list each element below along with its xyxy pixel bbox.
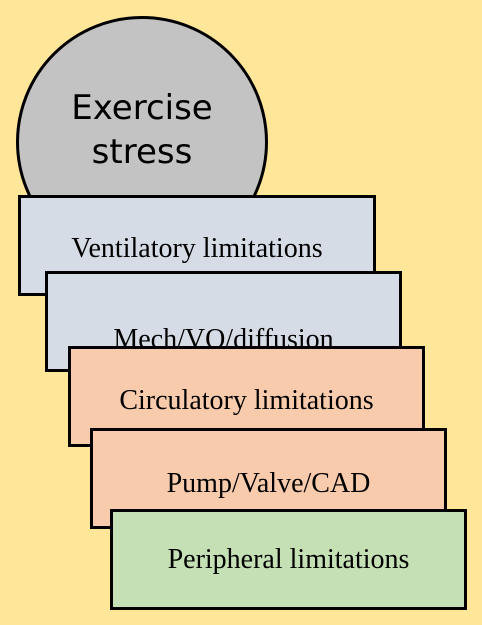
exercise-stress-label-container: Exercise stress [16, 70, 268, 190]
circulatory-limitations-label: Circulatory limitations [119, 384, 374, 416]
peripheral-limitations-label: Peripheral limitations [167, 543, 410, 575]
peripheral-limitations-box: Peripheral limitations [110, 509, 467, 610]
ventilatory-limitations-label: Ventilatory limitations [71, 232, 323, 264]
pump-valve-cad-label: Pump/Valve/CAD [166, 467, 371, 499]
exercise-stress-label: Exercise stress [71, 88, 213, 172]
